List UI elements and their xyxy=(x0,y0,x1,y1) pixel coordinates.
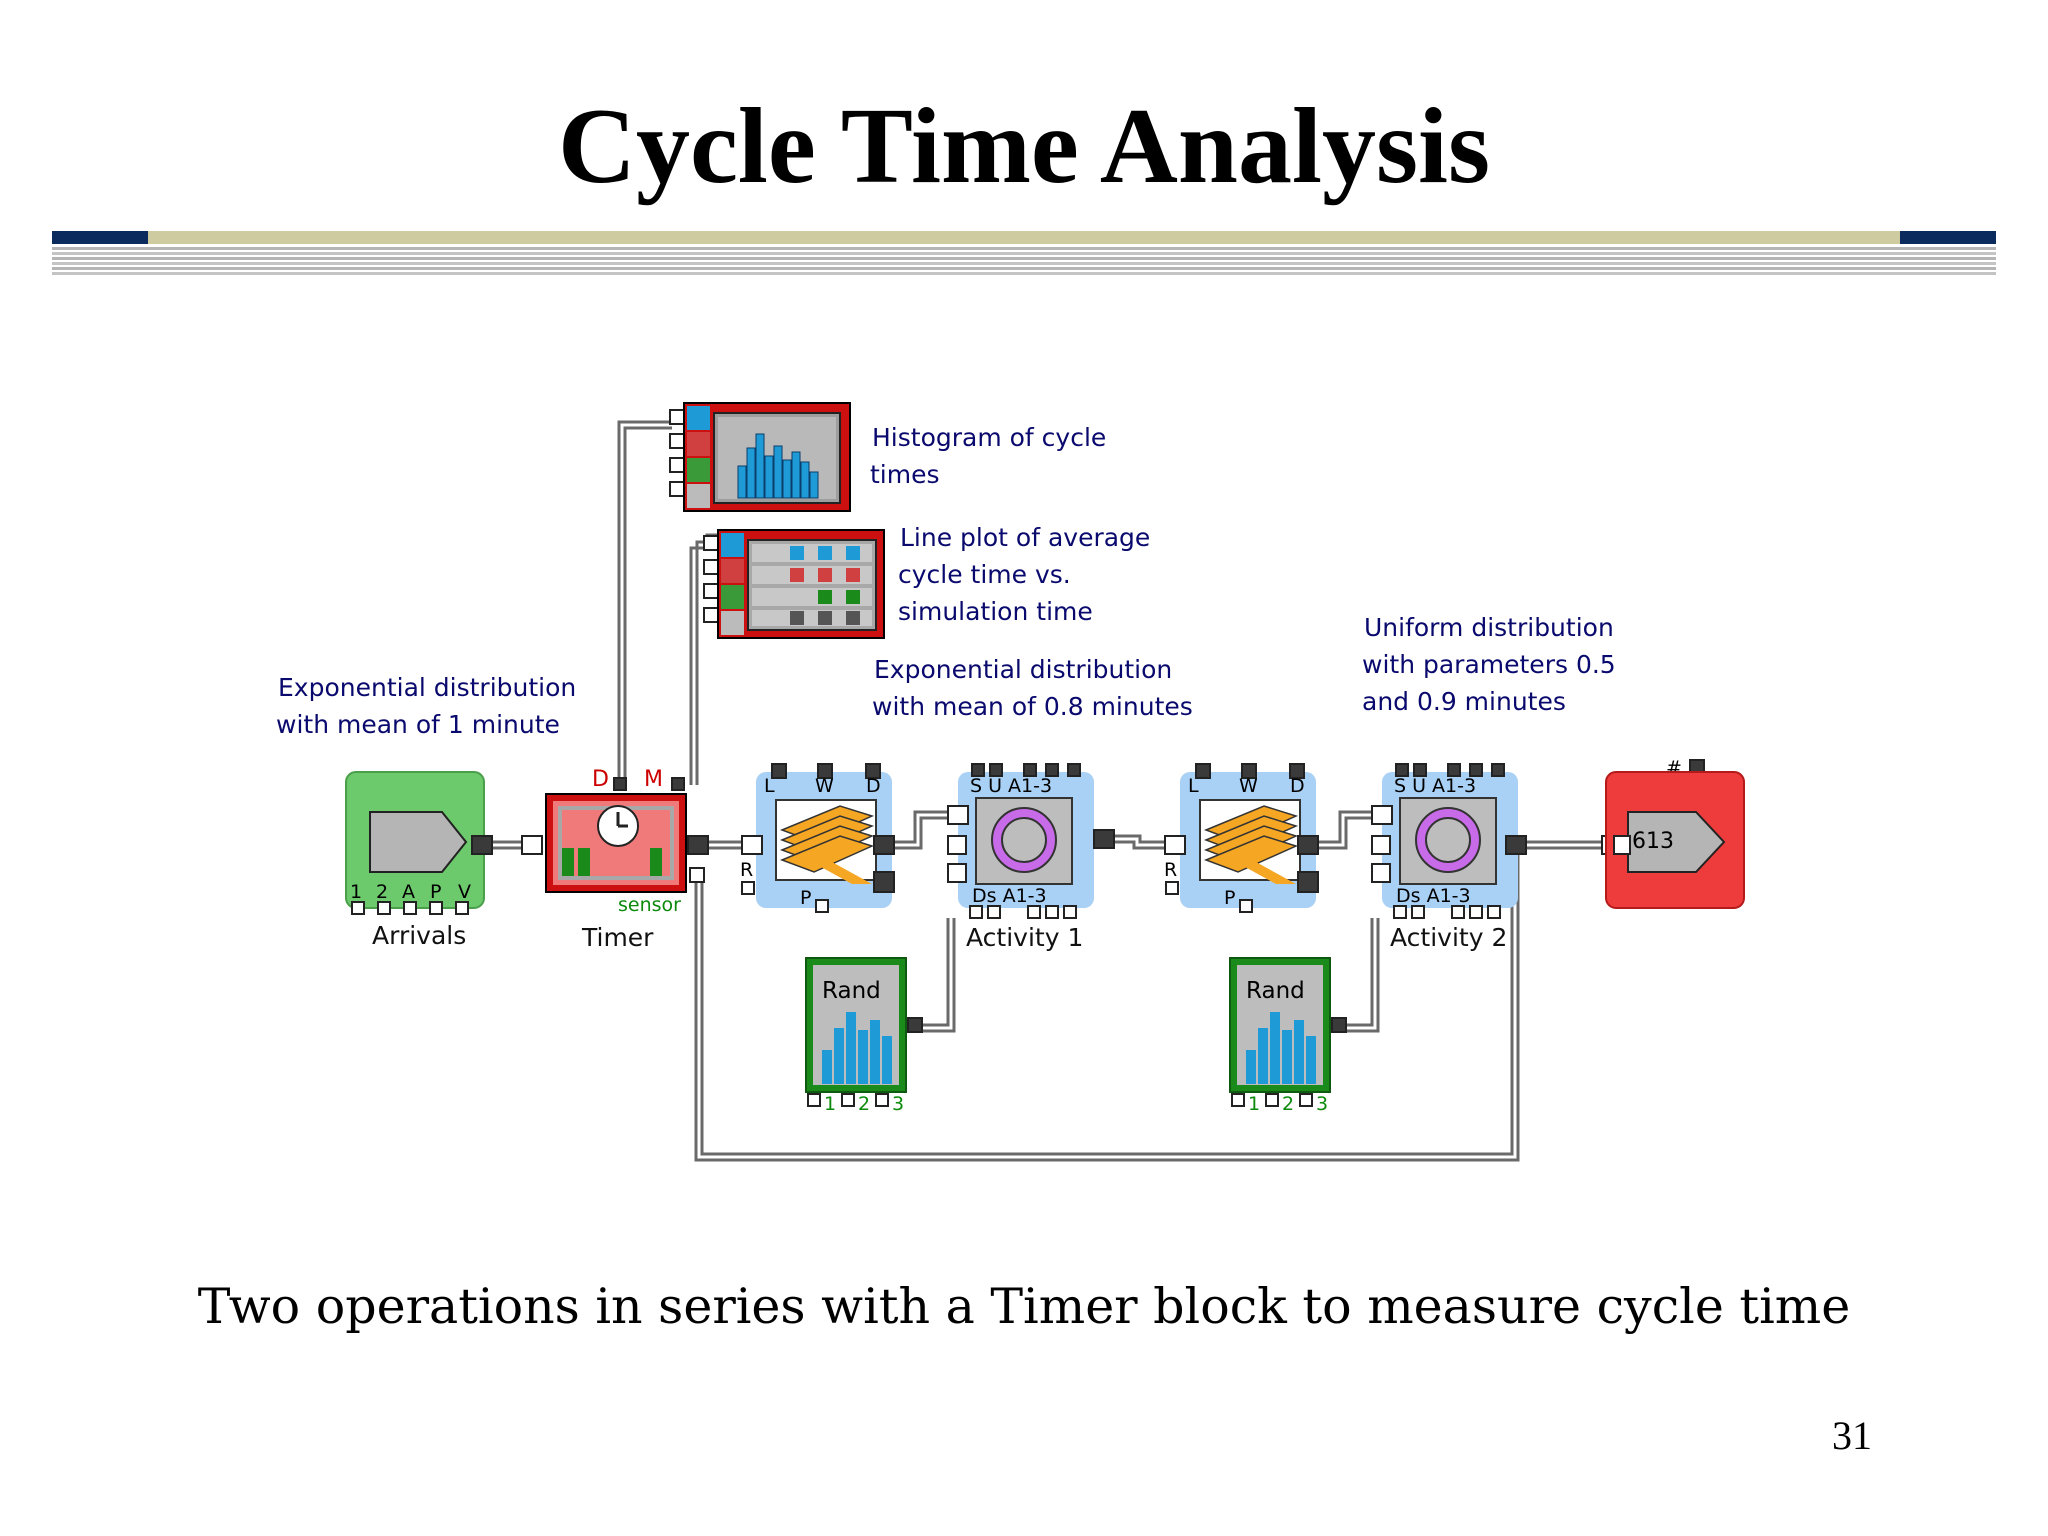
activity2-label: Activity 2 xyxy=(1390,923,1507,952)
svg-text:R: R xyxy=(740,859,753,881)
svg-text:Rand: Rand xyxy=(1246,978,1305,1004)
svg-text:times: times xyxy=(870,460,940,489)
queue2-block[interactable]: L W D R P xyxy=(1164,763,1319,913)
svg-text:and 0.9 minutes: and 0.9 minutes xyxy=(1362,687,1566,716)
arrivals-distribution-annotation: Exponential distribution with mean of 1 … xyxy=(276,673,576,739)
svg-text:with mean of 1 minute: with mean of 1 minute xyxy=(276,710,560,739)
svg-text:3: 3 xyxy=(1316,1093,1328,1115)
rand2-block[interactable]: Rand 1 2 3 xyxy=(1229,957,1347,1115)
exit-block[interactable]: # 613 xyxy=(1601,757,1745,909)
svg-text:1: 1 xyxy=(1248,1093,1260,1115)
svg-text:2: 2 xyxy=(1282,1093,1294,1115)
timer-block[interactable]: D M sensor Timer xyxy=(521,767,709,952)
svg-text:Ds A1-3: Ds A1-3 xyxy=(1396,885,1471,907)
exit-count: 613 xyxy=(1632,829,1674,854)
stack-queue-icon xyxy=(1199,799,1301,884)
activity1-block[interactable]: S U A1-3 Ds A1-3 Activity 1 xyxy=(947,763,1115,952)
svg-text:S U A1-3: S U A1-3 xyxy=(970,775,1052,797)
rand1-block[interactable]: Rand 1 2 3 xyxy=(805,957,923,1115)
lineplot-annotation: Line plot of average cycle time vs. simu… xyxy=(898,523,1150,626)
svg-text:1: 1 xyxy=(350,881,362,903)
svg-text:2: 2 xyxy=(376,881,388,903)
exit-arrow-icon xyxy=(1627,811,1726,873)
stack-queue-icon xyxy=(775,799,877,884)
histogram-annotation: Histogram of cycle times xyxy=(870,423,1106,489)
activity2-block[interactable]: S U A1-3 Ds A1-3 Activity 2 xyxy=(1371,763,1527,952)
random-histogram-icon xyxy=(822,1012,892,1084)
svg-text:L: L xyxy=(1188,775,1199,797)
arrivals-label: Arrivals xyxy=(372,921,466,950)
svg-text:P: P xyxy=(430,881,441,903)
ring-activity-icon xyxy=(1399,797,1497,885)
histogram-plotter-icon xyxy=(737,433,819,499)
activity2-distribution-annotation: Uniform distribution with parameters 0.5… xyxy=(1362,613,1616,716)
ring-activity-icon xyxy=(975,797,1073,885)
svg-text:M: M xyxy=(644,767,663,792)
svg-text:Histogram of cycle: Histogram of cycle xyxy=(872,423,1106,452)
page-number: 31 xyxy=(1832,1413,1872,1458)
svg-text:S U A1-3: S U A1-3 xyxy=(1394,775,1476,797)
random-histogram-icon xyxy=(1246,1012,1316,1084)
timer-label: Timer xyxy=(581,923,654,952)
svg-text:simulation time: simulation time xyxy=(898,597,1093,626)
activity1-label: Activity 1 xyxy=(966,923,1083,952)
svg-text:Uniform distribution: Uniform distribution xyxy=(1364,613,1614,642)
generator-arrow-icon xyxy=(369,811,468,873)
svg-text:1: 1 xyxy=(824,1093,836,1115)
svg-text:Line plot of average: Line plot of average xyxy=(900,523,1150,552)
svg-text:W: W xyxy=(815,775,834,797)
svg-text:D: D xyxy=(1290,775,1305,797)
svg-text:W: W xyxy=(1239,775,1258,797)
svg-text:3: 3 xyxy=(892,1093,904,1115)
svg-text:with parameters 0.5: with parameters 0.5 xyxy=(1362,650,1616,679)
slide-title: Cycle Time Analysis xyxy=(557,87,1491,206)
svg-text:P: P xyxy=(800,887,811,909)
svg-text:P: P xyxy=(1224,887,1235,909)
svg-text:cycle time vs.: cycle time vs. xyxy=(898,560,1071,589)
activity1-distribution-annotation: Exponential distribution with mean of 0.… xyxy=(872,655,1193,721)
svg-text:Ds A1-3: Ds A1-3 xyxy=(972,885,1047,907)
title-rule xyxy=(52,231,1996,275)
svg-text:L: L xyxy=(764,775,775,797)
svg-text:2: 2 xyxy=(858,1093,870,1115)
line-plotter-block[interactable] xyxy=(703,529,885,639)
slide-caption: Two operations in series with a Timer bl… xyxy=(197,1278,1851,1335)
svg-text:Exponential distribution: Exponential distribution xyxy=(874,655,1172,684)
arrivals-block[interactable]: 1 2 A P V Arrivals xyxy=(345,771,493,950)
histogram-plotter-block[interactable] xyxy=(669,402,851,512)
svg-text:Exponential distribution: Exponential distribution xyxy=(278,673,576,702)
line-plotter-icon xyxy=(747,539,877,631)
clock-icon xyxy=(597,805,639,847)
svg-text:A: A xyxy=(402,881,415,903)
svg-text:with mean of 0.8 minutes: with mean of 0.8 minutes xyxy=(872,692,1193,721)
queue1-block[interactable]: L W D R P xyxy=(740,763,895,913)
svg-text:Rand: Rand xyxy=(822,978,881,1004)
svg-text:V: V xyxy=(458,881,471,903)
svg-text:sensor: sensor xyxy=(618,894,681,916)
svg-text:D: D xyxy=(592,767,609,792)
svg-text:D: D xyxy=(866,775,881,797)
svg-text:R: R xyxy=(1164,859,1177,881)
